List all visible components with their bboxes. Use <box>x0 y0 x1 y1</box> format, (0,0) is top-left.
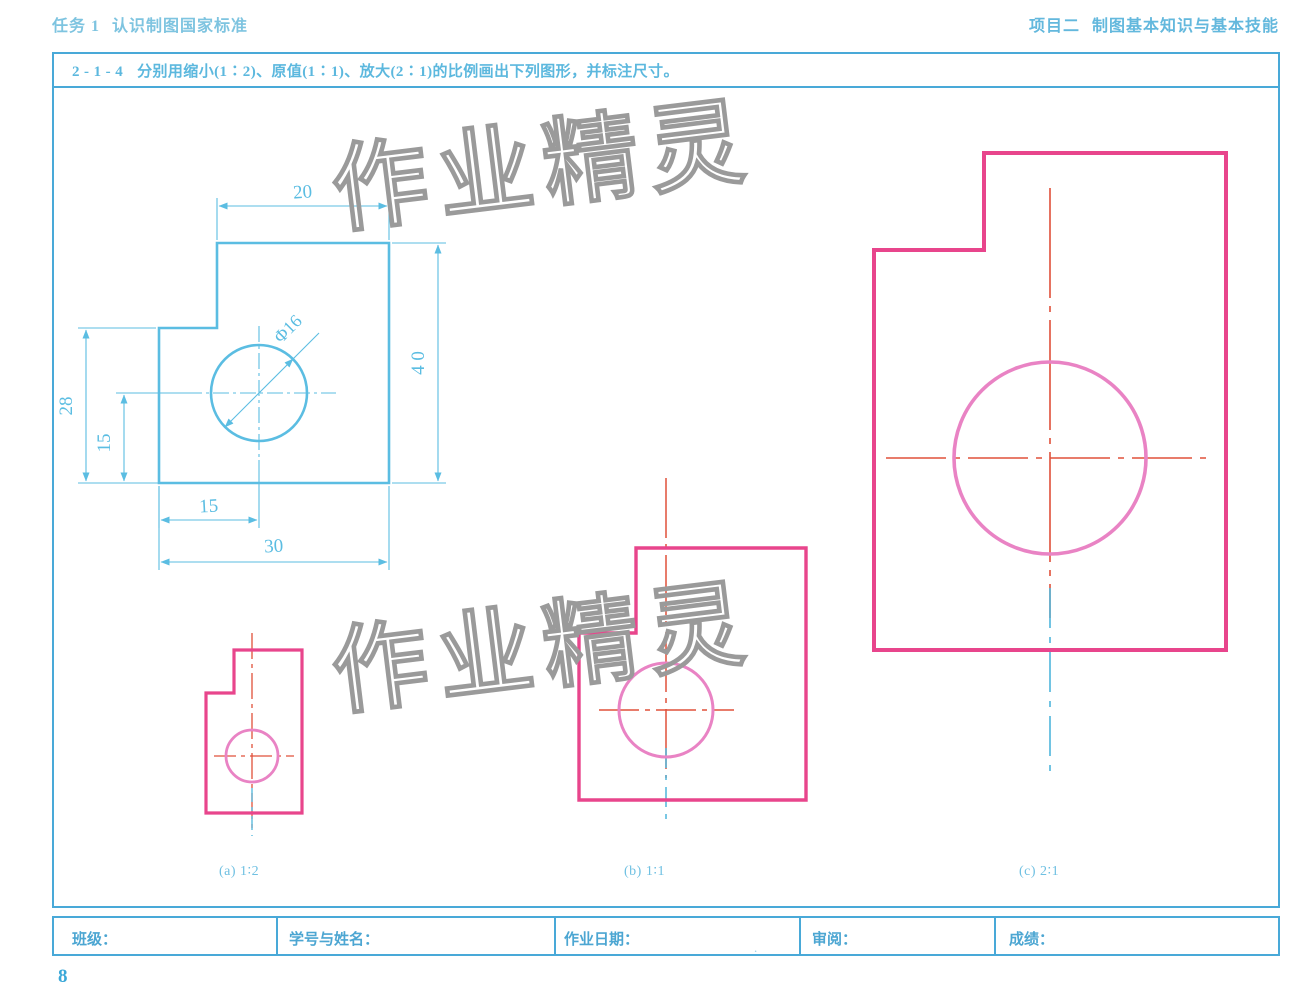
record-separator-1 <box>276 918 278 954</box>
dim-label-15-horizontal: 15 <box>199 496 219 518</box>
running-head-right-title: 制图基本知识与基本技能 <box>1091 18 1279 35</box>
dim-label-30: 30 <box>264 536 284 558</box>
answer-drawing-b <box>577 478 808 823</box>
page-number: 8 <box>58 966 68 987</box>
dim-label-40: 4 0 <box>408 351 429 375</box>
prompt-number: 2 - 1 - 4 <box>72 64 124 80</box>
field-score: 成绩： <box>1009 932 1055 948</box>
field-id-name: 学号与姓名： <box>289 932 380 948</box>
answer-a-outline <box>204 648 304 815</box>
reference-outline <box>157 241 391 485</box>
record-separator-2 <box>554 918 556 954</box>
record-strip: 班级： 学号与姓名： 作业日期： . 审阅： 成绩： <box>52 916 1280 956</box>
dim-label-28: 28 <box>56 397 77 416</box>
running-head-left: 任务 1 认识制图国家标准 <box>52 12 248 36</box>
answer-c-outline <box>872 151 1228 652</box>
answer-a-hole-circle <box>224 728 280 784</box>
dim-label-15-vertical: 15 <box>94 434 115 453</box>
answer-drawing-a <box>204 633 304 836</box>
dim-hole-center-y <box>116 392 186 484</box>
record-separator-4 <box>994 918 996 954</box>
running-head-right-project: 项目二 <box>1028 18 1080 35</box>
dim-total-width <box>158 486 390 570</box>
worksheet-frame: 2 - 1 - 4 分别用缩小(1∶2)、原值(1∶1)、放大(2∶1)的比例画出… <box>52 52 1280 908</box>
dim-hole-diameter-leader <box>224 332 320 428</box>
drawing-canvas: 20 4 0 28 <box>54 88 1278 910</box>
answer-drawing-c <box>872 151 1228 778</box>
answer-c-hole-circle <box>952 360 1148 556</box>
dim-left-height <box>78 327 156 484</box>
prompt-bar: 2 - 1 - 4 分别用缩小(1∶2)、原值(1∶1)、放大(2∶1)的比例画出… <box>54 54 1278 88</box>
dim-label-phi16: Φ16 <box>270 311 306 347</box>
field-date: 作业日期： <box>564 932 640 948</box>
running-head-right: 项目二制图基本知识与基本技能 <box>1029 12 1279 36</box>
dim-label-20: 20 <box>292 181 312 203</box>
prompt-line: 2 - 1 - 4 分别用缩小(1∶2)、原值(1∶1)、放大(2∶1)的比例画出… <box>72 60 679 81</box>
caption-scale-c: (c) 2∶1 <box>1019 864 1060 879</box>
answer-b-hole-circle <box>617 661 715 759</box>
stray-mark: . <box>754 940 758 955</box>
answer-b-outline <box>577 546 808 802</box>
record-separator-3 <box>799 918 801 954</box>
reference-drawing: 20 4 0 28 <box>56 181 446 570</box>
dim-top-width <box>216 198 390 240</box>
dim-hole-center-x <box>158 460 260 528</box>
dim-total-height <box>392 242 446 484</box>
caption-scale-b: (b) 1∶1 <box>624 864 665 879</box>
running-head-left-title: 认识制图国家标准 <box>112 18 249 35</box>
field-class: 班级： <box>72 932 118 948</box>
field-review: 审阅： <box>812 932 858 948</box>
caption-scale-a: (a) 1∶2 <box>219 864 260 879</box>
prompt-body: 分别用缩小(1∶2)、原值(1∶1)、放大(2∶1)的比例画出下列图形，并标注尺… <box>137 64 679 80</box>
running-head-left-task: 任务 1 <box>52 18 101 35</box>
